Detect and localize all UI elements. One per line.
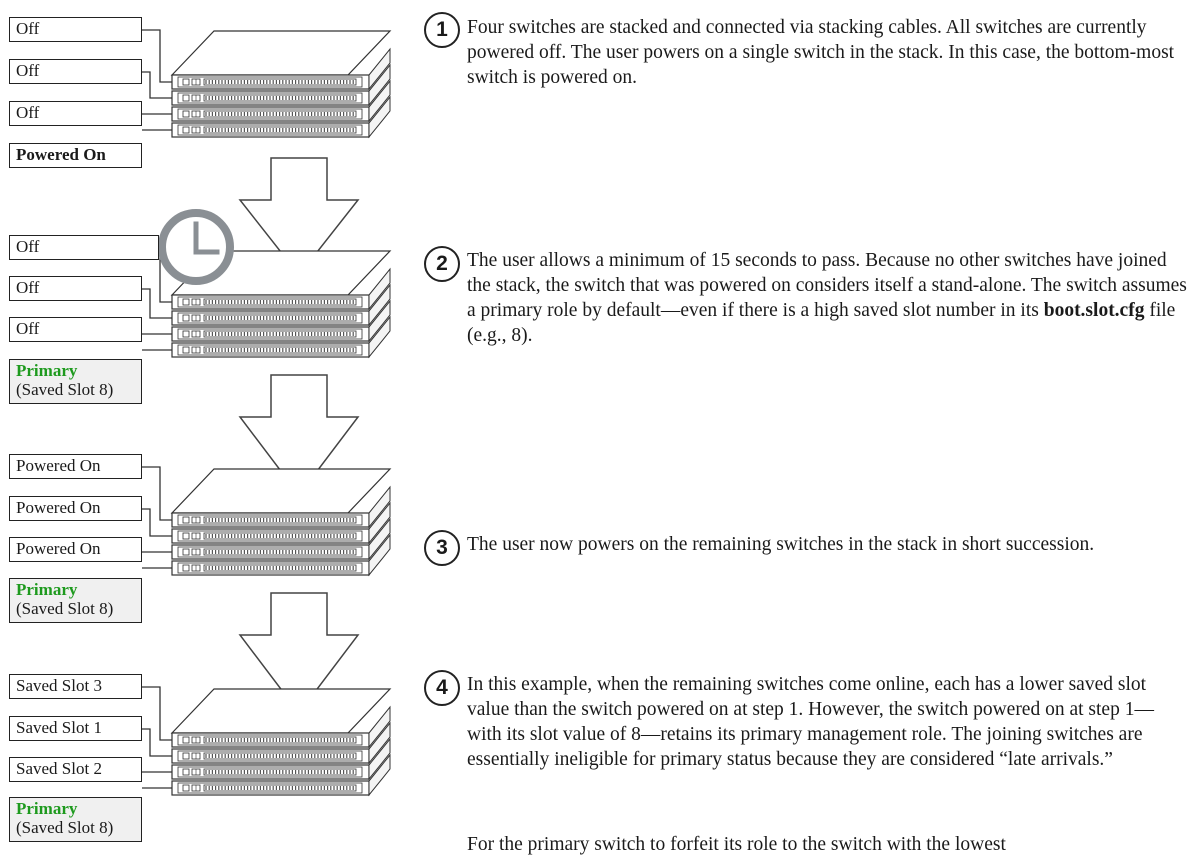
saved-slot-text: (Saved Slot 8)	[16, 380, 114, 399]
step-2-marker: 2	[424, 246, 460, 282]
step-1-text: Four switches are stacked and connected …	[467, 17, 1175, 88]
switch-unit	[171, 501, 391, 545]
leader-line	[139, 549, 172, 553]
flow-arrow	[238, 374, 360, 497]
switch-unit	[171, 95, 391, 139]
step-2-text-b: file (e.g., 8).	[467, 300, 1176, 346]
config-filename: boot.slot.cfg	[1043, 300, 1145, 321]
leader-line	[142, 71, 172, 99]
stage3-label-2: Powered On	[9, 496, 142, 521]
switch-stack-1	[170, 30, 392, 139]
stage4-label-1: Saved Slot 3	[9, 674, 142, 699]
leader-line	[142, 288, 172, 319]
switch-unit	[171, 705, 391, 749]
stage1-label-3: Off	[9, 101, 142, 126]
switch-unit	[171, 737, 391, 781]
switch-stack-3	[170, 468, 392, 577]
leader-line	[142, 686, 172, 741]
stage4-label-3: Saved Slot 2	[9, 757, 142, 782]
primary-text: Primary	[16, 799, 78, 818]
switch-unit	[171, 79, 391, 123]
stage4-label-4: Primary (Saved Slot 8)	[9, 797, 142, 842]
switch-unit	[171, 63, 391, 107]
leader-line	[142, 728, 172, 757]
leader-line	[139, 329, 172, 335]
leader-line	[139, 112, 172, 115]
switch-unit	[171, 753, 391, 797]
switch-unit	[171, 299, 391, 343]
step-2-text: The user allows a minimum of 15 seconds …	[467, 248, 1187, 348]
stage2-label-1: Off	[9, 235, 159, 260]
closing-text: For the primary switch to forfeit its ro…	[467, 834, 1006, 855]
leader-line	[142, 466, 172, 521]
switch-unit	[171, 721, 391, 765]
switch-unit	[171, 533, 391, 577]
switch-unit	[171, 283, 391, 327]
flow-arrow	[238, 157, 360, 277]
primary-text: Primary	[16, 361, 78, 380]
stage1-label-1: Off	[9, 17, 142, 42]
step-3-marker: 3	[424, 530, 460, 566]
switch-unit	[171, 315, 391, 359]
stage3-label-3: Powered On	[9, 537, 142, 562]
stage2-label-3: Off	[9, 317, 142, 342]
leader-line	[142, 508, 172, 537]
stage1-label-4: Powered On	[9, 143, 142, 168]
stage3-label-1: Powered On	[9, 454, 142, 479]
clock-icon	[158, 209, 234, 285]
stage1-label-2: Off	[9, 59, 142, 84]
switch-unit	[171, 47, 391, 91]
stage2-label-4: Primary (Saved Slot 8)	[9, 359, 142, 404]
switch-unit	[171, 267, 391, 311]
step-4-marker: 4	[424, 670, 460, 706]
flow-arrow	[238, 592, 360, 715]
stage4-label-2: Saved Slot 1	[9, 716, 142, 741]
stage3-label-4: Primary (Saved Slot 8)	[9, 578, 142, 623]
saved-slot-text: (Saved Slot 8)	[16, 818, 114, 837]
leader-line	[142, 29, 172, 83]
step-4-text: In this example, when the remaining swit…	[467, 674, 1154, 770]
switch-unit	[171, 517, 391, 561]
switch-stack-2	[170, 250, 392, 359]
switch-stack-4	[170, 688, 392, 797]
step-3-text: The user now powers on the remaining swi…	[467, 534, 1095, 555]
step-2-text-a: The user allows a minimum of 15 seconds …	[467, 250, 1187, 321]
primary-text: Primary	[16, 580, 78, 599]
saved-slot-text: (Saved Slot 8)	[16, 599, 114, 618]
leader-line	[139, 768, 172, 773]
step-1-marker: 1	[424, 12, 460, 48]
stage2-label-2: Off	[9, 276, 142, 301]
